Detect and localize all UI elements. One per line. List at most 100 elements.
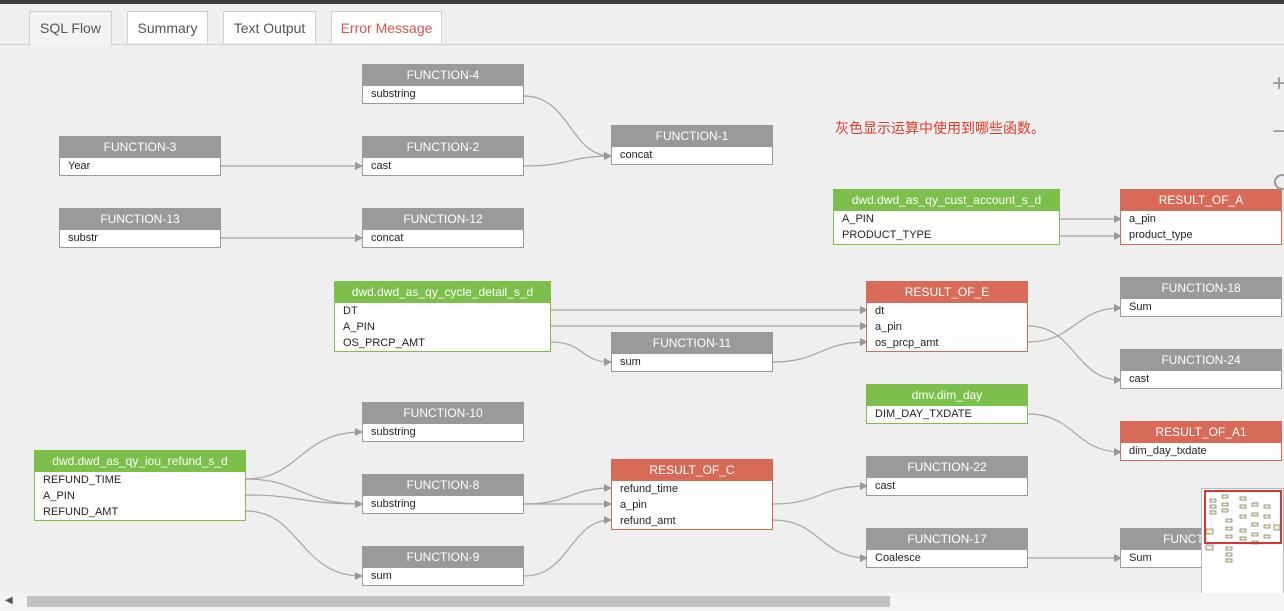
node-column[interactable]: REFUND_AMT <box>43 506 119 518</box>
edge <box>523 484 612 505</box>
node-column[interactable]: A_PIN <box>842 213 874 225</box>
node-result-of-a1[interactable]: RESULT_OF_A1 dim_day_txdate <box>1120 421 1282 461</box>
node-function-13[interactable]: FUNCTION-13 substr <box>59 208 221 248</box>
node-header: RESULT_OF_A1 <box>1121 422 1281 443</box>
node-column[interactable]: DT <box>343 305 358 317</box>
node-column[interactable]: PRODUCT_TYPE <box>842 229 932 241</box>
node-header: dwd.dwd_as_qy_iou_refund_s_d <box>35 451 245 472</box>
node-header: RESULT_OF_C <box>612 460 772 481</box>
node-header: FUNCTION-1 <box>612 126 772 147</box>
node-column[interactable]: Sum <box>1129 301 1152 313</box>
minimap[interactable] <box>1201 488 1284 595</box>
node-table-dim-day[interactable]: dmv.dim_day DIM_DAY_TXDATE <box>866 384 1028 424</box>
node-column[interactable]: substr <box>68 232 98 244</box>
node-column[interactable]: concat <box>620 149 653 161</box>
tab-summary[interactable]: Summary <box>127 11 208 43</box>
node-column[interactable]: refund_time <box>620 483 679 495</box>
node-header: FUNCTION-4 <box>363 65 523 86</box>
node-column[interactable]: A_PIN <box>43 490 75 502</box>
node-header: RESULT_OF_A <box>1121 190 1281 211</box>
node-result-of-c[interactable]: RESULT_OF_C refund_time a_pin refund_amt <box>611 459 773 530</box>
node-column[interactable]: substring <box>371 498 416 510</box>
node-function-18[interactable]: FUNCTION-18 Sum <box>1120 277 1282 317</box>
node-column[interactable]: concat <box>371 232 404 244</box>
node-function-9[interactable]: FUNCTION-9 sum <box>362 546 524 586</box>
node-function-1[interactable]: FUNCTION-1 concat <box>611 125 773 165</box>
node-header: FUNCTION-2 <box>363 137 523 158</box>
node-table-iou-refund[interactable]: dwd.dwd_as_qy_iou_refund_s_d REFUND_TIME… <box>34 450 246 521</box>
node-function-8[interactable]: FUNCTION-8 substring <box>362 474 524 514</box>
node-column[interactable]: A_PIN <box>343 321 375 333</box>
node-header: FUNCTION-10 <box>363 403 523 424</box>
annotation-note: 灰色显示运算中使用到哪些函数。 <box>835 120 1045 136</box>
edge <box>245 510 363 580</box>
node-header: FUNCTION-9 <box>363 547 523 568</box>
node-header: FUNCTION-13 <box>60 209 220 230</box>
node-column[interactable]: dt <box>875 305 885 317</box>
node-result-of-e[interactable]: RESULT_OF_E dt a_pin os_prcp_amt <box>866 281 1028 352</box>
node-function-4[interactable]: FUNCTION-4 substring <box>362 64 524 104</box>
node-column[interactable]: substring <box>371 426 416 438</box>
node-function-11[interactable]: FUNCTION-11 sum <box>611 332 773 372</box>
tab-bar: SQL Flow Summary Text Output Error Messa… <box>0 4 1284 45</box>
node-column[interactable]: sum <box>371 570 392 582</box>
edge <box>523 95 612 160</box>
node-column[interactable]: Year <box>68 160 91 172</box>
tab-text-output[interactable]: Text Output <box>223 11 316 43</box>
node-column[interactable]: cast <box>371 160 392 172</box>
node-column[interactable]: cast <box>875 480 896 492</box>
node-function-3[interactable]: FUNCTION-3 Year <box>59 136 221 176</box>
node-column[interactable]: refund_amt <box>620 515 676 527</box>
horizontal-scrollbar[interactable]: ◀ <box>0 593 1284 611</box>
node-header: FUNCTION-17 <box>867 529 1027 550</box>
scrollbar-thumb[interactable] <box>27 596 890 607</box>
node-column[interactable]: sum <box>620 356 641 368</box>
edge <box>523 516 612 577</box>
node-column[interactable]: a_pin <box>875 321 902 333</box>
node-header: FUNCTION-11 <box>612 333 772 354</box>
node-column[interactable]: OS_PRCP_AMT <box>343 337 425 349</box>
node-column[interactable]: substring <box>371 88 416 100</box>
node-column[interactable]: cast <box>1129 373 1150 385</box>
node-column[interactable]: product_type <box>1129 229 1193 241</box>
flow-edges <box>221 95 1122 580</box>
minimap-viewport[interactable] <box>1204 490 1282 544</box>
node-header: dwd.dwd_as_qy_cycle_detail_s_d <box>335 282 550 303</box>
edge <box>1027 325 1122 384</box>
node-header: dmv.dim_day <box>867 385 1027 406</box>
node-function-22[interactable]: FUNCTION-22 cast <box>866 456 1028 496</box>
edge <box>245 428 363 480</box>
tab-sql-flow[interactable]: SQL Flow <box>29 11 112 45</box>
node-header: FUNCTION-8 <box>363 475 523 496</box>
node-table-cust-account[interactable]: dwd.dwd_as_qy_cust_account_s_d A_PIN PRO… <box>833 189 1060 245</box>
node-function-12[interactable]: FUNCTION-12 concat <box>362 208 524 248</box>
edge <box>523 152 612 167</box>
zoom-out-icon[interactable]: − <box>1272 118 1284 145</box>
node-column[interactable]: a_pin <box>620 499 647 511</box>
node-function-24[interactable]: FUNCTION-24 cast <box>1120 349 1282 389</box>
node-column[interactable]: os_prcp_amt <box>875 337 939 349</box>
node-column[interactable]: REFUND_TIME <box>43 474 122 486</box>
node-column[interactable]: a_pin <box>1129 213 1156 225</box>
zoom-in-icon[interactable]: + <box>1272 70 1284 97</box>
node-column[interactable]: DIM_DAY_TXDATE <box>875 408 972 420</box>
node-header: FUNCTION-3 <box>60 137 220 158</box>
node-table-cycle-detail[interactable]: dwd.dwd_as_qy_cycle_detail_s_d DT A_PIN … <box>334 281 551 352</box>
tab-error-message[interactable]: Error Message <box>331 11 442 43</box>
node-header: FUNCTION-22 <box>867 457 1027 478</box>
node-column[interactable]: dim_day_txdate <box>1129 445 1207 457</box>
edge <box>1027 304 1122 343</box>
search-icon[interactable] <box>1274 174 1284 190</box>
edge <box>245 478 363 508</box>
node-column[interactable]: Coalesce <box>875 552 921 564</box>
node-column[interactable]: Sum <box>1129 552 1152 564</box>
edge <box>1027 413 1122 456</box>
node-result-of-a[interactable]: RESULT_OF_A a_pin product_type <box>1120 189 1282 245</box>
scroll-left-icon[interactable]: ◀ <box>5 595 13 606</box>
node-function-17[interactable]: FUNCTION-17 Coalesce <box>866 528 1028 568</box>
node-function-2[interactable]: FUNCTION-2 cast <box>362 136 524 176</box>
node-header: dwd.dwd_as_qy_cust_account_s_d <box>834 190 1059 211</box>
node-function-10[interactable]: FUNCTION-10 substring <box>362 402 524 442</box>
node-header: FUNCTION-18 <box>1121 278 1281 299</box>
edge <box>772 519 868 562</box>
